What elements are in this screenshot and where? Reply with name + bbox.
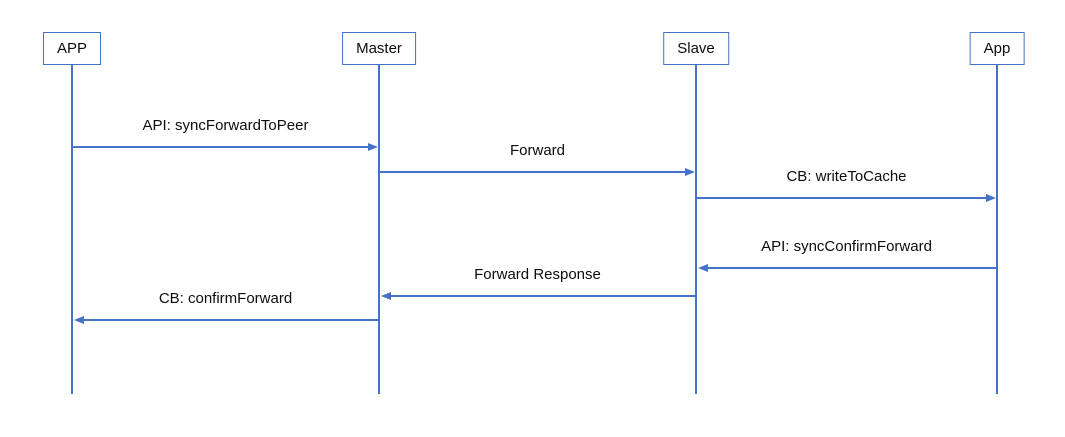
message-line-1 xyxy=(72,146,370,148)
message-line-2 xyxy=(379,171,687,173)
actor-box-app: APP xyxy=(42,32,102,65)
message-line-3 xyxy=(696,197,988,199)
arrowhead-icon xyxy=(381,291,391,300)
message-line-5 xyxy=(388,295,696,297)
message-label-3: CB: writeToCache xyxy=(786,168,907,185)
arrowhead-icon xyxy=(685,167,695,176)
lifeline-master xyxy=(378,65,380,394)
lifeline-app xyxy=(71,65,73,394)
message-label-5: Forward Response xyxy=(474,266,601,283)
actor-box-app: App xyxy=(969,32,1025,65)
message-line-6 xyxy=(81,319,379,321)
message-line-4 xyxy=(705,267,997,269)
arrowhead-icon xyxy=(74,315,84,324)
actor-box-slave: Slave xyxy=(663,32,729,65)
actor-label-app: App xyxy=(983,40,1011,57)
actor-label-master: Master xyxy=(356,40,402,57)
lifeline-slave xyxy=(695,65,697,394)
arrowhead-icon xyxy=(698,263,708,272)
actor-label-app: APP xyxy=(56,40,88,57)
message-label-2: Forward xyxy=(509,142,566,159)
arrowhead-icon xyxy=(986,193,996,202)
actor-box-master: Master xyxy=(342,32,416,65)
arrowhead-icon xyxy=(368,142,378,151)
message-label-6: CB: confirmForward xyxy=(158,290,293,307)
actor-label-slave: Slave xyxy=(677,40,715,57)
message-label-4: API: syncConfirmForward xyxy=(761,238,932,255)
message-label-1: API: syncForwardToPeer xyxy=(142,117,309,134)
lifeline-app xyxy=(996,65,998,394)
